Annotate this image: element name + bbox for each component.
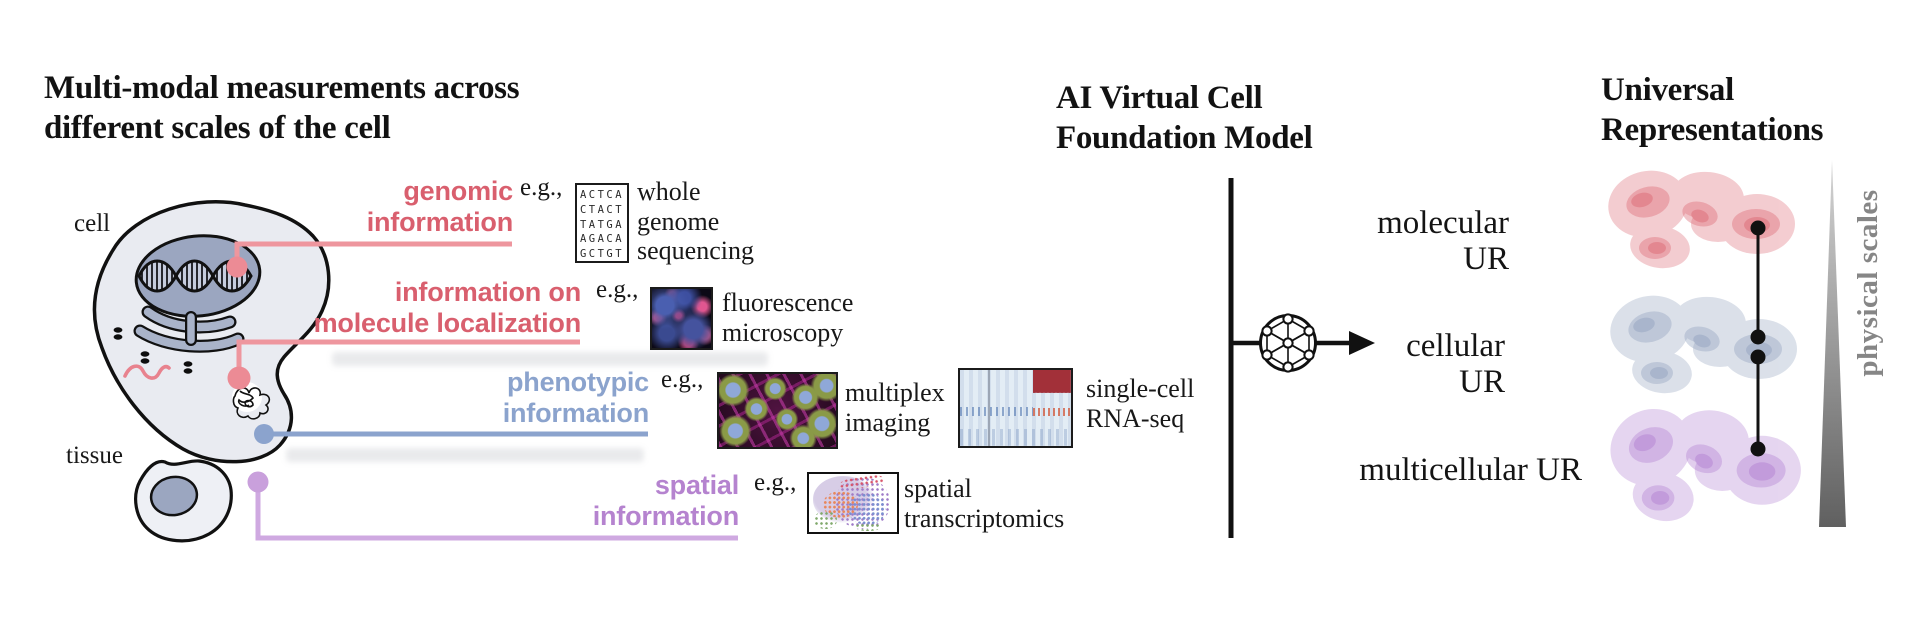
eg-label-phenotypic: e.g., xyxy=(661,366,704,393)
sc-line1: single-cell xyxy=(1086,374,1195,403)
fm-line1: fluorescence xyxy=(722,288,854,317)
tissue-cell xyxy=(134,459,233,543)
center-title-line2: Foundation Model xyxy=(1056,120,1313,156)
st-line2: transcriptomics xyxy=(904,503,1065,533)
spatial-blue-dots xyxy=(847,492,887,526)
multiplex-imaging-caption: multiplex imaging xyxy=(845,378,945,437)
single-cell-rnaseq-image xyxy=(958,368,1073,448)
dna-line1: ACTCA xyxy=(579,189,625,201)
cellular-ur-blob xyxy=(1604,288,1797,397)
genomic-label-line2: information xyxy=(366,207,513,237)
arrow-right-icon xyxy=(1233,331,1375,355)
multicellular-ur-blob xyxy=(1604,400,1801,526)
dna-line3: TATGA xyxy=(579,218,625,231)
dna-line5: GCTGT xyxy=(579,248,625,261)
spatial-transcriptomics-image xyxy=(807,472,899,534)
eg-label-genomic: e.g., xyxy=(520,174,563,201)
physical-scales-label: physical scales xyxy=(1852,189,1884,377)
right-title-line1: Universal xyxy=(1601,72,1734,108)
protein-scribble xyxy=(232,382,271,420)
mi-line2: imaging xyxy=(845,407,931,437)
spatial-green-dots-2 xyxy=(854,522,882,531)
neural-network-icon xyxy=(1259,313,1317,373)
center-title: AI Virtual Cell Foundation Model xyxy=(1056,78,1313,158)
fluorescence-microscopy-caption: fluorescence microscopy xyxy=(722,288,853,347)
mi-line1: multiplex xyxy=(845,378,945,407)
spatial-information-label: spatial information xyxy=(489,470,739,532)
cell-label: cell xyxy=(74,210,111,237)
right-title-line2: Representations xyxy=(1601,112,1824,148)
ribosome-dots xyxy=(113,327,193,374)
fluorescence-microscopy-image xyxy=(650,287,713,350)
dna-line4: AGACA xyxy=(579,233,625,246)
endoplasmic-reticulum xyxy=(133,305,245,353)
molecular-ur-label: molecular UR xyxy=(1377,205,1509,277)
cellular-ur-label: cellular UR xyxy=(1406,328,1505,400)
genomic-label-line1: genomic xyxy=(403,176,513,206)
tissue-label: tissue xyxy=(66,442,123,469)
genomic-information-label: genomic information xyxy=(313,176,513,238)
wgs-line1: whole xyxy=(637,177,701,206)
spatial-transcriptomics-caption: spatial transcriptomics xyxy=(904,474,1064,533)
spatial-green-dots xyxy=(814,511,838,529)
rna-squiggle xyxy=(123,364,171,380)
dna-sequence-box: ACTCA CTACT TATGA AGACA GCTGT xyxy=(575,183,629,263)
cell-illustration xyxy=(92,200,331,543)
center-title-line1: AI Virtual Cell xyxy=(1056,80,1263,116)
phenotypic-information-label: phenotypic information xyxy=(449,367,649,429)
single-cell-rnaseq-caption: single-cell RNA-seq xyxy=(1086,374,1194,433)
fm-line2: microscopy xyxy=(722,317,844,347)
physical-scales-wedge xyxy=(1819,160,1846,527)
phenotypic-label-line2: information xyxy=(502,398,649,428)
molecular-ur-blob xyxy=(1602,163,1795,272)
watermark-artifact xyxy=(286,448,644,462)
ur-link xyxy=(1750,220,1766,457)
localization-label-line2: molecule localization xyxy=(313,308,582,338)
spatial-label-line2: information xyxy=(592,501,739,531)
phenotypic-label-line1: phenotypic xyxy=(506,367,649,397)
molecule-localization-label: information on molecule localization xyxy=(300,277,582,339)
eg-label-spatial: e.g., xyxy=(754,469,797,496)
dna-helix-icon xyxy=(137,259,253,293)
watermark-artifact xyxy=(332,352,768,366)
multiplex-imaging-image xyxy=(717,372,838,449)
right-title: Universal Representations xyxy=(1601,70,1824,150)
spatial-label-line1: spatial xyxy=(654,470,739,500)
left-title-line1: Multi-modal measurements across xyxy=(44,70,520,106)
left-title: Multi-modal measurements across differen… xyxy=(44,68,520,148)
eg-label-localization: e.g., xyxy=(596,276,639,303)
wgs-line2: genome xyxy=(637,206,720,236)
dna-line2: CTACT xyxy=(579,203,625,216)
sc-line2: RNA-seq xyxy=(1086,403,1185,433)
st-line1: spatial xyxy=(904,474,972,503)
left-title-line2: different scales of the cell xyxy=(44,110,391,146)
multicellular-ur-label: multicellular UR xyxy=(1359,452,1582,488)
wgs-line3: sequencing xyxy=(637,236,754,265)
whole-genome-sequencing-caption: whole genome sequencing xyxy=(637,177,754,266)
localization-label-line1: information on xyxy=(394,277,581,307)
